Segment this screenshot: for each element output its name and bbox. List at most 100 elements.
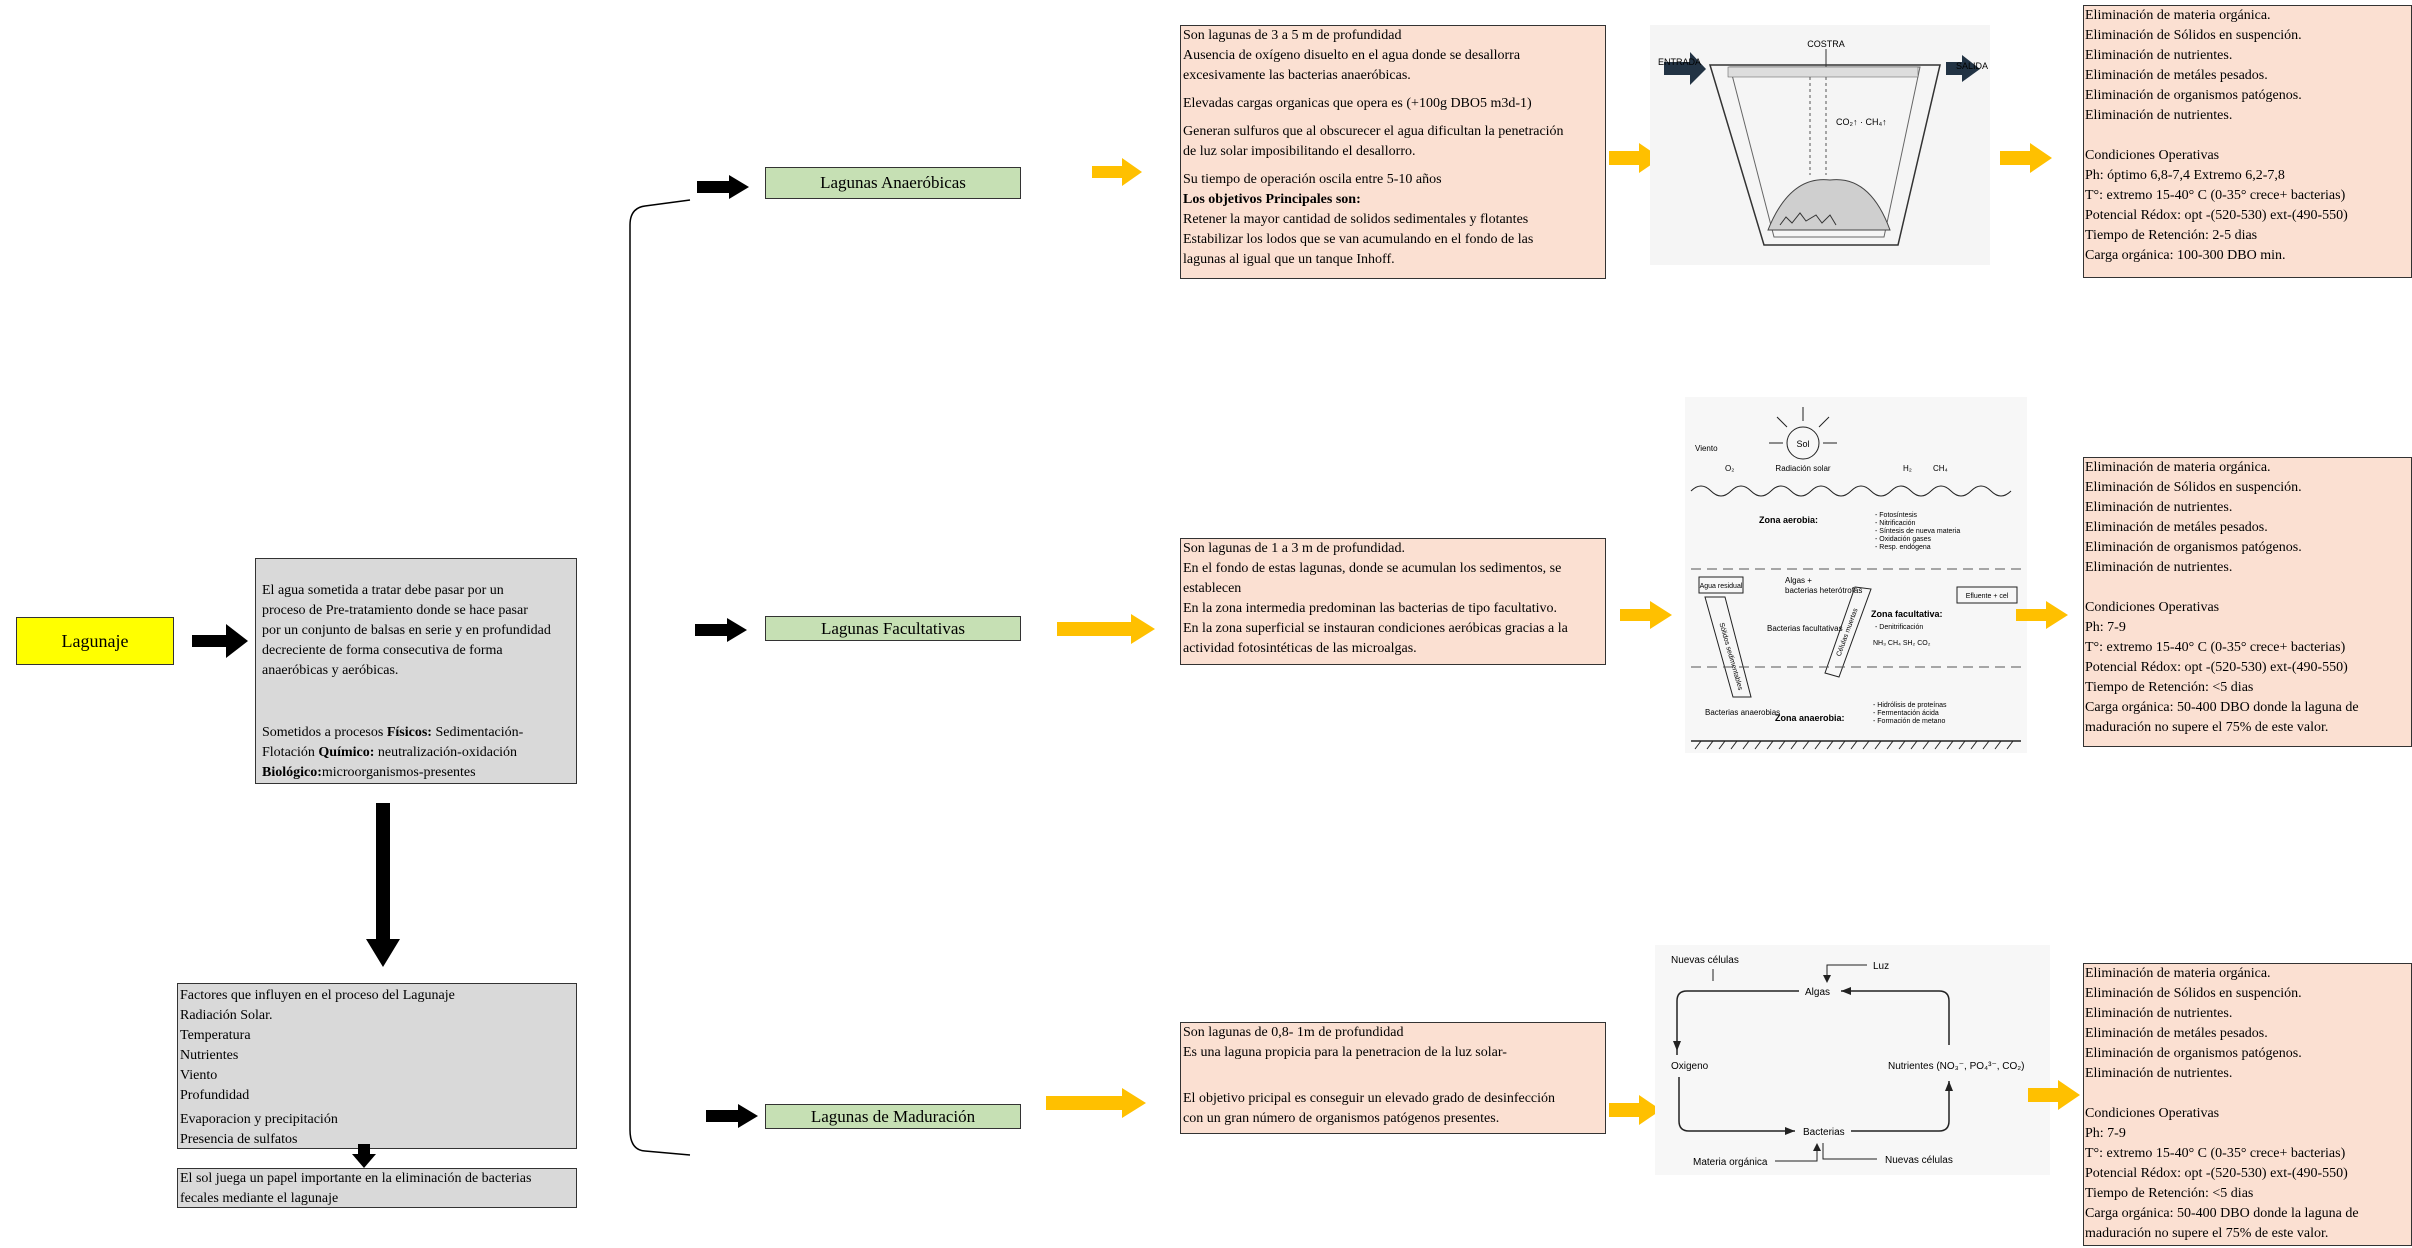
nuevas-celulas-bottom: Nuevas células (1885, 1155, 1953, 1166)
root-lagunaje-box: Lagunaje (16, 617, 174, 665)
arrow-to-facultative (695, 618, 747, 642)
anaerobia-item: - Fermentación ácida (1873, 710, 1939, 717)
desc-line: establecen (1183, 581, 1242, 596)
result-line: T°: extremo 15-40° C (0-35° crece+ bacte… (2085, 188, 2346, 203)
result-line: Potencial Rédox: opt -(520-530) ext-(490… (2085, 660, 2348, 675)
desc-line: En el fondo de estas lagunas, donde se a… (1183, 561, 1562, 576)
sun-note-box: El sol juega un papel importante en la e… (177, 1168, 577, 1208)
factor-item: Temperatura (180, 1028, 251, 1043)
result-line: Eliminación de Sólidos en suspención. (2085, 28, 2302, 43)
maturation-cycle-figure: Nuevas células Luz Algas Oxigeno Nutrien… (1655, 945, 2050, 1175)
result-line: T°: extremo 15-40° C (0-35° crece+ bacte… (2085, 1146, 2346, 1161)
result-line: Ph: 7-9 (2085, 1126, 2126, 1141)
result-line: Eliminación de materia orgánica. (2085, 966, 2271, 981)
anaerobia-item: - Hidrólisis de proteínas (1873, 702, 1947, 709)
luz-label: Luz (1873, 961, 1889, 972)
aerobia-item: - Síntesis de nueva materia (1875, 528, 1960, 535)
result-line: Eliminación de organismos patógenos. (2085, 1046, 2302, 1061)
pretreatment-line: anaeróbicas y aeróbicas. (262, 663, 399, 678)
entrada-label: ENTRADA (1658, 57, 1701, 67)
orange-arrow (1046, 1088, 1146, 1118)
zona-aerobia-label: Zona aerobia: (1759, 515, 1818, 525)
result-line: Eliminación de materia orgánica. (2085, 8, 2271, 23)
biological-processes-line: Biológico:microorganismos-presentes (262, 765, 476, 780)
lagoon-name-label: Lagunas Anaeróbicas (820, 173, 966, 192)
result-line: Eliminación de nutrientes. (2085, 1006, 2233, 1021)
result-line: Tiempo de Retención: 2-5 dias (2085, 228, 2258, 243)
zona-anaerobia-label: Zona anaerobia: (1775, 713, 1845, 723)
objective-line: Retener la mayor cantidad de solidos sed… (1183, 212, 1529, 227)
lagoon-name-label: Lagunas Facultativas (821, 618, 965, 638)
pretreatment-line: decreciente de forma consecutiva de form… (262, 643, 503, 658)
result-line: Potencial Rédox: opt -(520-530) ext-(490… (2085, 208, 2348, 223)
result-line: Tiempo de Retención: <5 dias (2085, 680, 2254, 695)
factor-item: Presencia de sulfatos (180, 1132, 298, 1147)
nuevas-celulas-top: Nuevas células (1671, 955, 1739, 966)
results-maturation: Eliminación de materia orgánica. Elimina… (2083, 963, 2412, 1246)
result-line: Ph: 7-9 (2085, 620, 2126, 635)
result-line: T°: extremo 15-40° C (0-35° crece+ bacte… (2085, 640, 2346, 655)
desc-line: Son lagunas de 3 a 5 m de profundidad (1183, 28, 1402, 43)
zona-facultativa-label: Zona facultativa: (1871, 609, 1943, 619)
aerobia-item: - Resp. endógena (1875, 544, 1931, 551)
sun-note-line: fecales mediante el lagunaje (180, 1191, 339, 1206)
denitrificacion-label: - Denitrificación (1875, 624, 1923, 631)
result-line: Eliminación de nutrientes. (2085, 560, 2233, 575)
factors-box: Factores que influyen en el proceso del … (177, 983, 577, 1149)
orange-arrow (1057, 614, 1155, 644)
anaerobia-item: - Formación de metano (1873, 718, 1945, 725)
materia-organica-label: Materia orgánica (1693, 1157, 1768, 1168)
desc-line: Son lagunas de 1 a 3 m de profundidad. (1183, 541, 1406, 556)
description-facultative: Son lagunas de 1 a 3 m de profundidad. E… (1180, 538, 1606, 665)
result-line: maduración no supere el 75% de este valo… (2085, 720, 2329, 735)
result-line: maduración no supere el 75% de este valo… (2085, 1226, 2329, 1241)
factors-title: Factores que influyen en el proceso del … (180, 988, 455, 1003)
facultative-gases: NH₃ CH₄ SH₂ CO₂ (1873, 640, 1931, 647)
pretreatment-line: El agua sometida a tratar debe pasar por… (262, 583, 504, 598)
factor-item: Evaporacion y precipitación (180, 1112, 338, 1127)
result-line: Eliminación de metáles pesados. (2085, 520, 2268, 535)
desc-line: de luz solar imposibilitando el desallor… (1183, 144, 1416, 159)
facultative-lagoon-figure: Sol Viento Radiación solar O₂ H₂ CH₄ Zon… (1685, 397, 2027, 753)
desc-line: con un gran número de organismos patógen… (1183, 1111, 1500, 1126)
desc-line: actividad fotosintéticas de las microalg… (1183, 641, 1417, 656)
lagoon-name-label: Lagunas de Maduración (810, 1106, 976, 1126)
lagoon-name-anaerobic: Lagunas Anaeróbicas (765, 167, 1021, 199)
factor-item: Nutrientes (180, 1048, 239, 1063)
efluente-label: Efluente + cel (1966, 593, 2009, 600)
objective-line: Estabilizar los lodos que se van acumula… (1183, 232, 1534, 247)
arrow-factors-to-sun-note (352, 1144, 376, 1168)
results-facultative: Eliminación de materia orgánica. Elimina… (2083, 457, 2412, 747)
desc-line: Son lagunas de 0,8- 1m de profundidad (1183, 1025, 1404, 1040)
result-line: Eliminación de Sólidos en suspención. (2085, 986, 2302, 1001)
factor-item: Radiación Solar. (180, 1008, 273, 1023)
algas-node: Algas (1805, 987, 1830, 998)
algas-label: Algas + (1785, 576, 1812, 585)
result-line: Tiempo de Retención: <5 dias (2085, 1186, 2254, 1201)
root-label: Lagunaje (61, 631, 129, 651)
factor-item: Viento (180, 1068, 218, 1083)
ch4-label: CH₄ (1933, 464, 1948, 473)
desc-line: Es una laguna propicia para la penetraci… (1183, 1045, 1507, 1060)
description-maturation: Son lagunas de 0,8- 1m de profundidad Es… (1180, 1022, 1606, 1134)
radiacion-label: Radiación solar (1775, 464, 1830, 473)
desc-line: En la zona superficial se instauran cond… (1183, 621, 1568, 636)
arrow-pretreatment-to-factors (366, 803, 400, 967)
factor-item: Profundidad (180, 1088, 250, 1103)
orange-arrow (1092, 158, 1142, 186)
bact-anaerobias-label: Bacterias anaerobias (1705, 708, 1780, 717)
desc-line: El objetivo pricipal es conseguir un ele… (1183, 1091, 1556, 1106)
physical-processes-line: Sometidos a procesos Físicos: Sedimentac… (262, 725, 524, 740)
h2-label: H₂ (1903, 464, 1912, 473)
viento-label: Viento (1695, 444, 1718, 453)
nutrientes-node: Nutrientes (NO₃⁻, PO₄³⁻, CO₂) (1888, 1061, 2025, 1072)
desc-line: En la zona intermedia predominan las bac… (1183, 601, 1557, 616)
orange-arrow (1609, 143, 1661, 173)
result-line: Eliminación de nutrientes. (2085, 48, 2233, 63)
lagoon-name-maturation: Lagunas de Maduración (765, 1104, 1021, 1129)
desc-line: Su tiempo de operación oscila entre 5-10… (1183, 172, 1442, 187)
result-line: Condiciones Operativas (2085, 600, 2220, 615)
desc-line: Elevadas cargas organicas que opera es (… (1183, 96, 1532, 111)
pretreatment-line: proceso de Pre-tratamiento donde se hace… (262, 603, 528, 618)
bact-facultativas-label: Bacterias facultativas (1767, 624, 1843, 633)
